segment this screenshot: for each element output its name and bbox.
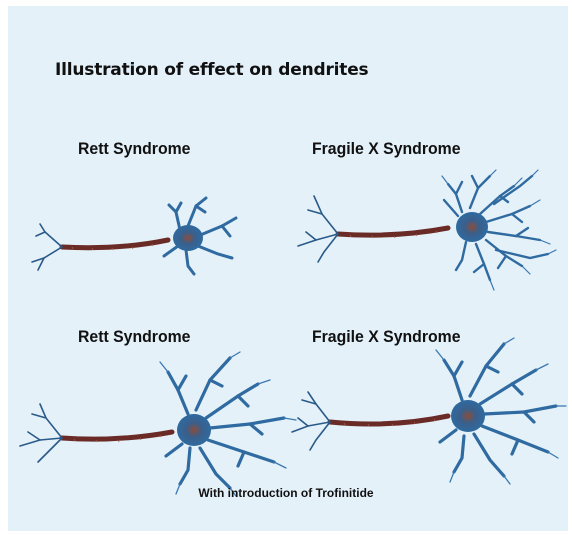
neuron-rett-before (32, 198, 236, 274)
caption: With introduction of Trofinitide (0, 486, 572, 500)
cell-body (177, 414, 211, 446)
axon (62, 432, 172, 439)
axon (62, 240, 168, 248)
axon-terminal (292, 392, 330, 450)
cell-body (173, 225, 203, 251)
axon-terminal (20, 404, 62, 462)
neuron-rett-after (20, 352, 296, 496)
axon-terminal (32, 224, 62, 270)
neuron-fragile-x-after (292, 338, 566, 484)
cell-body (451, 400, 485, 432)
axon (338, 228, 448, 235)
neuron-fragile-x-before (298, 170, 556, 290)
axon-terminal (298, 196, 338, 262)
axon (330, 416, 448, 424)
cell-body (456, 212, 488, 242)
